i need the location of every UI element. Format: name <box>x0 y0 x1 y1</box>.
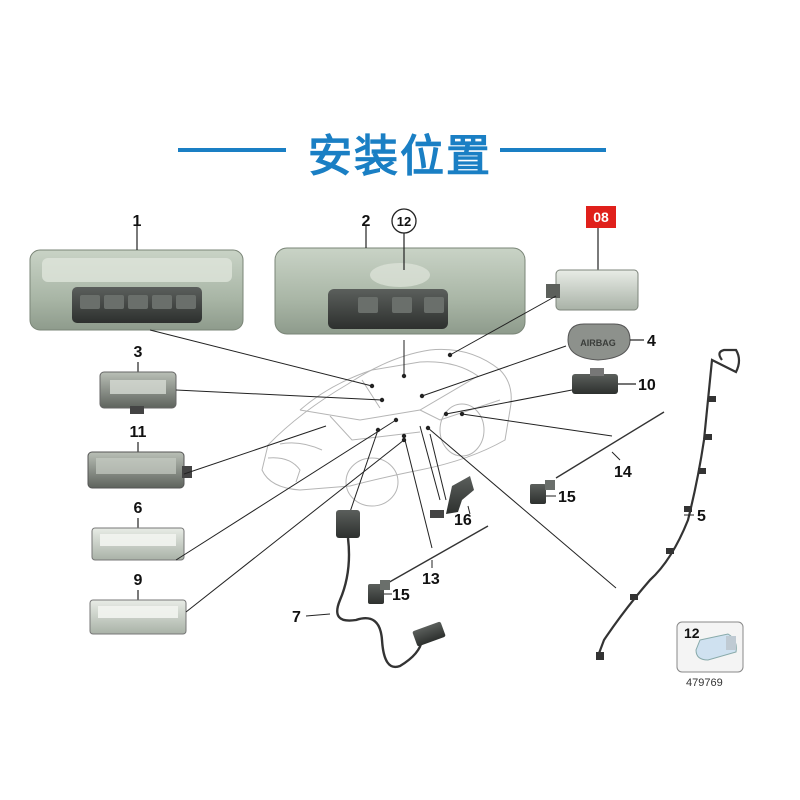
part-7-cable <box>336 510 446 669</box>
leader-7 <box>305 613 331 617</box>
part-4-airbag-indicator: AIRBAG <box>567 323 631 361</box>
callout-15-lower: 15 <box>392 587 410 604</box>
part-16-bracket <box>430 476 474 518</box>
airbag-label: AIRBAG <box>580 338 616 348</box>
callout-13: 13 <box>422 571 440 588</box>
title-rule-left <box>178 148 286 152</box>
figure-number: 479769 <box>686 677 723 689</box>
leader-14 <box>611 451 621 461</box>
callout-7: 7 <box>292 609 301 626</box>
callout-4: 4 <box>647 333 656 350</box>
callout-10: 10 <box>638 377 656 394</box>
callout-08: 08 <box>593 209 609 225</box>
callout-2: 2 <box>362 213 371 230</box>
callout-12-box: 12 <box>684 625 700 641</box>
callout-9: 9 <box>134 572 143 589</box>
callout-6: 6 <box>134 500 143 517</box>
callout-1: 1 <box>133 213 142 230</box>
part-10-module <box>572 368 618 394</box>
part-15-connector-lower <box>368 580 390 604</box>
part-1-front-interior-light <box>29 249 244 331</box>
callout-5: 5 <box>697 508 706 525</box>
part-2-rear-interior-light <box>274 247 526 335</box>
callout-11: 11 <box>130 424 147 441</box>
part-12-bulb-box <box>676 621 744 673</box>
part-3-lamp <box>99 371 177 414</box>
callout-3: 3 <box>134 344 143 361</box>
part-9-lamp <box>89 599 187 635</box>
part-13-wire <box>385 525 489 585</box>
part-11-lamp <box>87 451 192 489</box>
page-title: 安装位置 <box>308 131 492 182</box>
leader-16 <box>467 505 471 515</box>
callout-12-top: 12 <box>397 214 411 229</box>
callout-14: 14 <box>614 464 632 481</box>
title-rule-right <box>500 148 606 152</box>
part-15-connector-right <box>530 480 555 504</box>
car-outline <box>261 348 512 507</box>
part-5-harness <box>596 348 741 657</box>
part-08-lamp <box>546 269 639 311</box>
badge-08 <box>586 206 616 228</box>
callout-16: 16 <box>454 512 472 529</box>
callout-15-right: 15 <box>558 489 576 506</box>
leader-lines <box>149 295 617 613</box>
part-14-wire <box>555 411 665 479</box>
part-6-lamp <box>91 527 185 561</box>
title-block: 安装位置 <box>0 120 800 182</box>
harness-clips <box>596 396 716 660</box>
car-attach-points <box>369 352 465 443</box>
